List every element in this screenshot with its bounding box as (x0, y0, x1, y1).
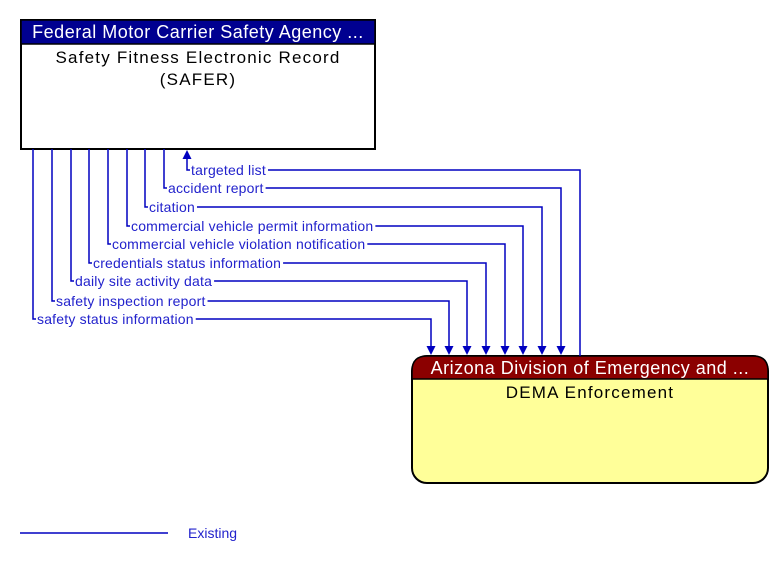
flow-citation: citation (144, 149, 547, 355)
flow-line-right-accident-report (265, 187, 562, 347)
flow-line-left-safety-inspection-report (51, 149, 55, 302)
dema-box: Arizona Division of Emergency and ... DE… (411, 355, 769, 484)
flow-line-right-credentials-status-information (283, 262, 487, 347)
flow-label-citation[interactable]: citation (149, 199, 195, 215)
flow-line-right-safety-status-information (195, 318, 432, 347)
flow-label-commercial-vehicle-violation-notification[interactable]: commercial vehicle violation notificatio… (112, 236, 365, 252)
arrow-down-icon (500, 346, 510, 355)
flow-label-accident-report[interactable]: accident report (168, 180, 264, 196)
flow-label-daily-site-activity-data[interactable]: daily site activity data (75, 273, 212, 289)
arrow-down-icon (537, 346, 547, 355)
legend-existing-label: Existing (188, 525, 237, 541)
flow-line-right-commercial-vehicle-permit-information (375, 225, 524, 347)
flow-line-right-daily-site-activity-data (214, 280, 468, 347)
legend: Existing (20, 525, 237, 541)
flow-line-right-targeted-list (267, 169, 581, 356)
flow-label-safety-inspection-report[interactable]: safety inspection report (56, 293, 206, 309)
flow-line-left-safety-status-information (32, 149, 36, 320)
safer-box-header-label: Federal Motor Carrier Safety Agency ... (32, 22, 364, 42)
flow-label-safety-status-information[interactable]: safety status information (37, 311, 194, 327)
flow-commercial-vehicle-violation-notification: commercial vehicle violation notificatio… (107, 149, 510, 355)
arrow-down-icon (462, 346, 472, 355)
dema-box-header[interactable] (411, 355, 769, 380)
flow-line-right-safety-inspection-report (207, 300, 450, 347)
safer-box-name-line1: Safety Fitness Electronic Record (56, 48, 341, 67)
flow-label-credentials-status-information[interactable]: credentials status information (93, 255, 281, 271)
flow-safety-status-information: safety status information (32, 149, 436, 355)
flow-label-commercial-vehicle-permit-information[interactable]: commercial vehicle permit information (131, 218, 373, 234)
safer-box-name-line2: (SAFER) (160, 70, 236, 89)
dema-box-name: DEMA Enforcement (506, 383, 674, 402)
arrow-down-icon (481, 346, 491, 355)
flow-line-left-citation (144, 149, 148, 208)
dema-box-header-label: Arizona Division of Emergency and ... (431, 358, 750, 378)
arrow-down-icon (556, 346, 566, 355)
arrow-down-icon (444, 346, 454, 355)
safer-box: Federal Motor Carrier Safety Agency ... … (20, 19, 376, 150)
flow-line-left-targeted-list (186, 158, 190, 171)
arrow-up-icon (182, 150, 192, 159)
flow-daily-site-activity-data: daily site activity data (70, 149, 472, 355)
flow-line-left-accident-report (163, 149, 167, 189)
flow-credentials-status-information: credentials status information (88, 149, 491, 355)
flow-line-right-commercial-vehicle-violation-notification (367, 243, 506, 347)
flow-line-left-credentials-status-information (88, 149, 92, 264)
flow-accident-report: accident report (163, 149, 566, 355)
arrow-down-icon (518, 346, 528, 355)
flow-line-left-daily-site-activity-data (70, 149, 74, 282)
flow-commercial-vehicle-permit-information: commercial vehicle permit information (126, 149, 528, 355)
flow-safety-inspection-report: safety inspection report (51, 149, 454, 355)
safer-box-header[interactable] (20, 19, 376, 45)
flow-line-left-commercial-vehicle-permit-information (126, 149, 130, 227)
flow-line-left-commercial-vehicle-violation-notification (107, 149, 111, 245)
flow-line-right-citation (196, 206, 543, 347)
flow-lines-layer: targeted list accident report citation comm… (32, 149, 581, 356)
flow-label-targeted-list[interactable]: targeted list (191, 162, 266, 178)
flow-targeted-list: targeted list (182, 150, 581, 356)
arrow-down-icon (426, 346, 436, 355)
